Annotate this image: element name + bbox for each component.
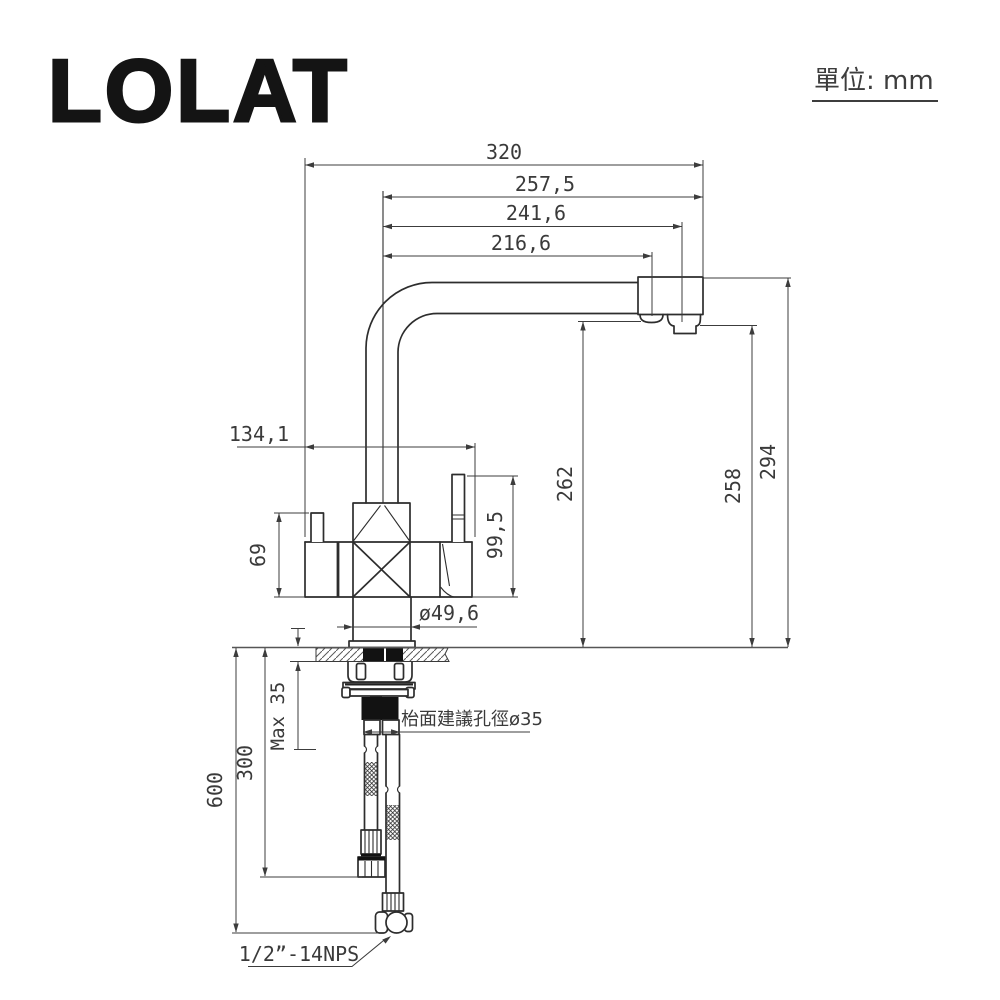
mounting-hardware [341, 662, 416, 736]
aerator-nozzle-large [666, 313, 702, 335]
bracket-slot-right [393, 662, 405, 681]
hose-left-braid [364, 762, 378, 796]
dim-label-134-1: 134,1 [229, 422, 289, 446]
lock-nut [361, 697, 399, 720]
dim-label-320: 320 [486, 140, 522, 164]
dim-label-241-6: 241,6 [506, 201, 566, 225]
dim-label-69: 69 [246, 543, 270, 567]
washer-upper [342, 681, 416, 690]
hose-left-collar [360, 829, 382, 855]
body-taper-lines [352, 505, 411, 542]
dim-label-262: 262 [553, 466, 577, 502]
dim-label-300: 300 [233, 745, 257, 781]
washer-tab-left [341, 686, 351, 699]
body-left-block [304, 541, 354, 598]
hose-right-walls [385, 733, 401, 894]
base-column [352, 596, 412, 642]
hose-left-nut-band [358, 857, 385, 861]
countertop [232, 646, 788, 662]
hose-left-nut-facets [364, 861, 379, 877]
dim-label-max35: Max 35 [267, 682, 289, 751]
faucet-outline [304, 191, 704, 649]
mounting-shank-gap [384, 648, 386, 661]
hose-left-collar-ribs [364, 830, 378, 854]
right-block-detail [440, 543, 455, 598]
ext-lines [232, 158, 791, 934]
brand-logo: LOLAT [47, 40, 350, 142]
body-cross-lines [352, 541, 411, 598]
thread-leader [248, 938, 387, 967]
end-fitting-ball [385, 911, 408, 934]
dim-label-294: 294 [756, 444, 780, 480]
washer-upper-band [345, 683, 413, 686]
spout-head [637, 276, 704, 316]
dim-label-600: 600 [203, 772, 227, 808]
body-right-block [409, 541, 473, 598]
dim-label-99-5: 99,5 [483, 511, 507, 559]
dim-label-258: 258 [721, 468, 745, 504]
units-label: 單位: mm [812, 60, 938, 102]
hose-left-collar-band [361, 854, 381, 857]
arrowheads [233, 162, 791, 944]
thread-spec-label: 1/2”-14NPS [239, 942, 359, 966]
mounting-shank [363, 648, 403, 661]
left-handle-lever [310, 512, 325, 542]
aerator-nozzle-small [639, 313, 664, 324]
dimension-labels: 320 257,5 241,6 216,6 134,1 ø49,6 69 99,… [203, 140, 780, 966]
washer-lower [349, 688, 409, 697]
dimension-lines [232, 158, 791, 967]
hose-right-break [385, 785, 400, 794]
supply-hoses [357, 733, 414, 934]
spout-inner-profile [397, 312, 639, 504]
dim-label-49-6: ø49,6 [419, 601, 479, 625]
dim-label-216-6: 216,6 [491, 231, 551, 255]
dim-label-257-5: 257,5 [515, 172, 575, 196]
bracket-slot-left [355, 662, 367, 681]
spout-outer-profile [365, 281, 639, 504]
right-handle-lever [451, 473, 466, 542]
right-lever-joint-lines [452, 514, 465, 520]
hose-right-collar-ribs [386, 893, 400, 911]
body-upper-block [352, 502, 411, 543]
hose-left-walls [363, 733, 379, 831]
hose-left-break [364, 745, 378, 754]
hole-note-label: 枱面建議孔徑ø35 [401, 709, 543, 730]
hose-right-collar [381, 892, 405, 912]
base-flange [348, 640, 416, 649]
hose-right-braid [386, 805, 400, 840]
